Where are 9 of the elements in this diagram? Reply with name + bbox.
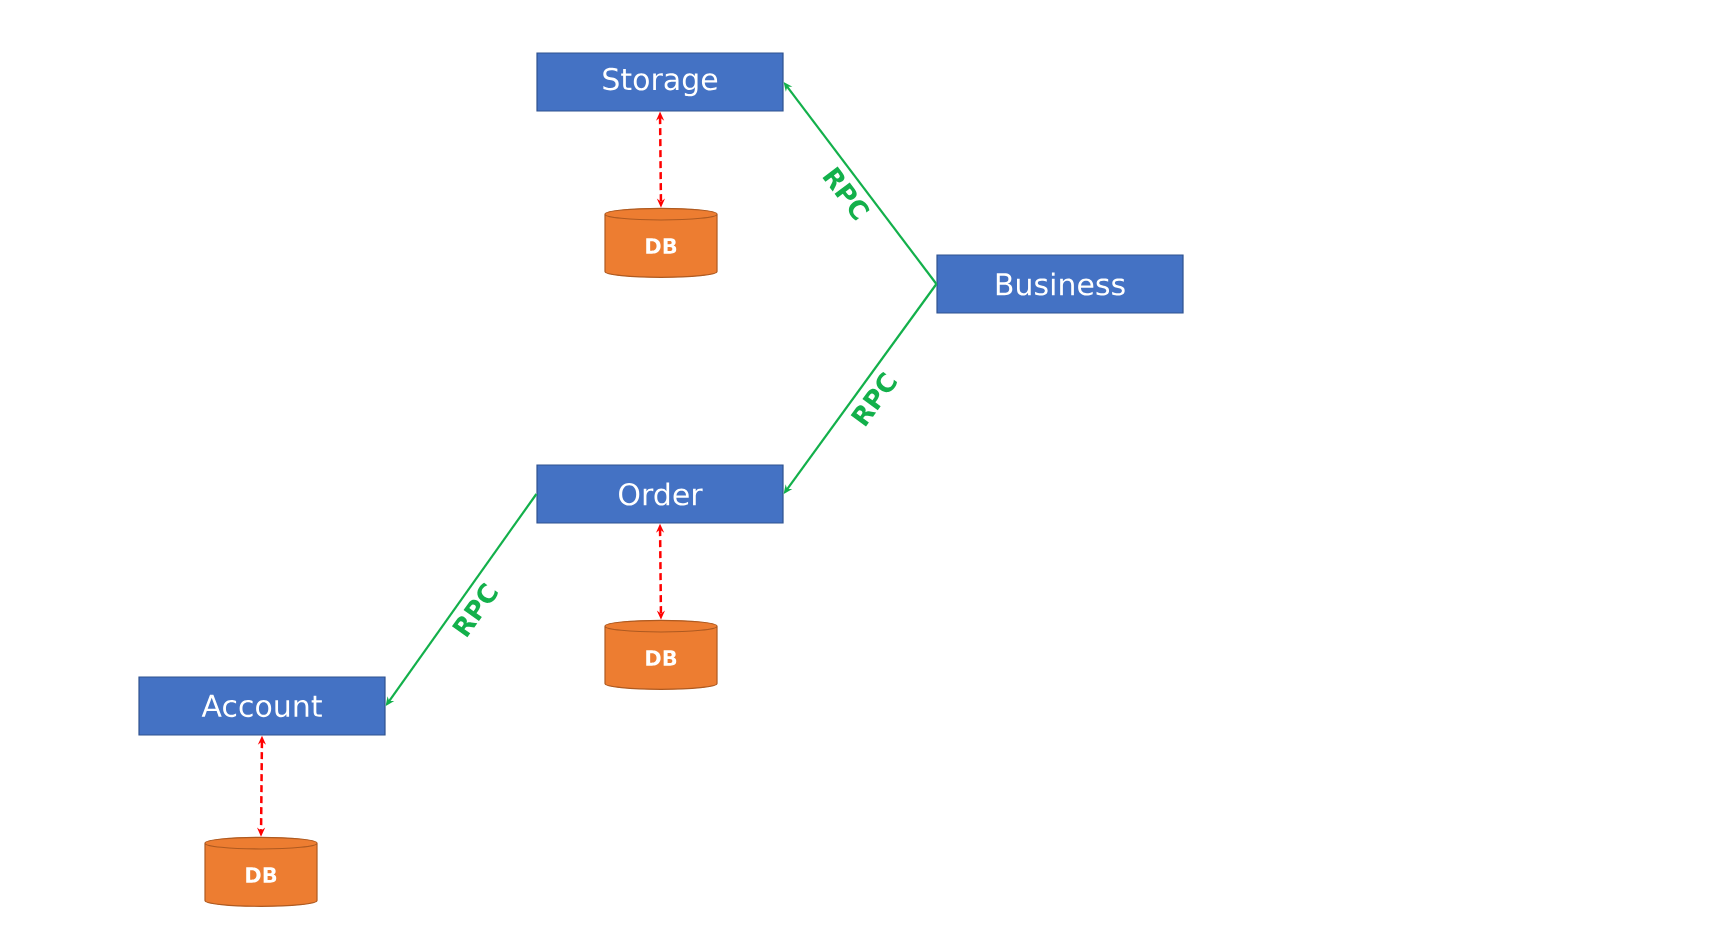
process-box: Business — [936, 254, 1184, 314]
process-box: Storage — [536, 52, 784, 112]
process-box: Account — [138, 676, 386, 736]
arrow — [783, 283, 938, 494]
process-box: Order — [536, 464, 784, 524]
database-cylinder: DB — [604, 619, 718, 690]
database-cylinder: DB — [204, 836, 318, 907]
database-cylinder: DB — [604, 207, 718, 278]
arrow — [385, 493, 538, 706]
